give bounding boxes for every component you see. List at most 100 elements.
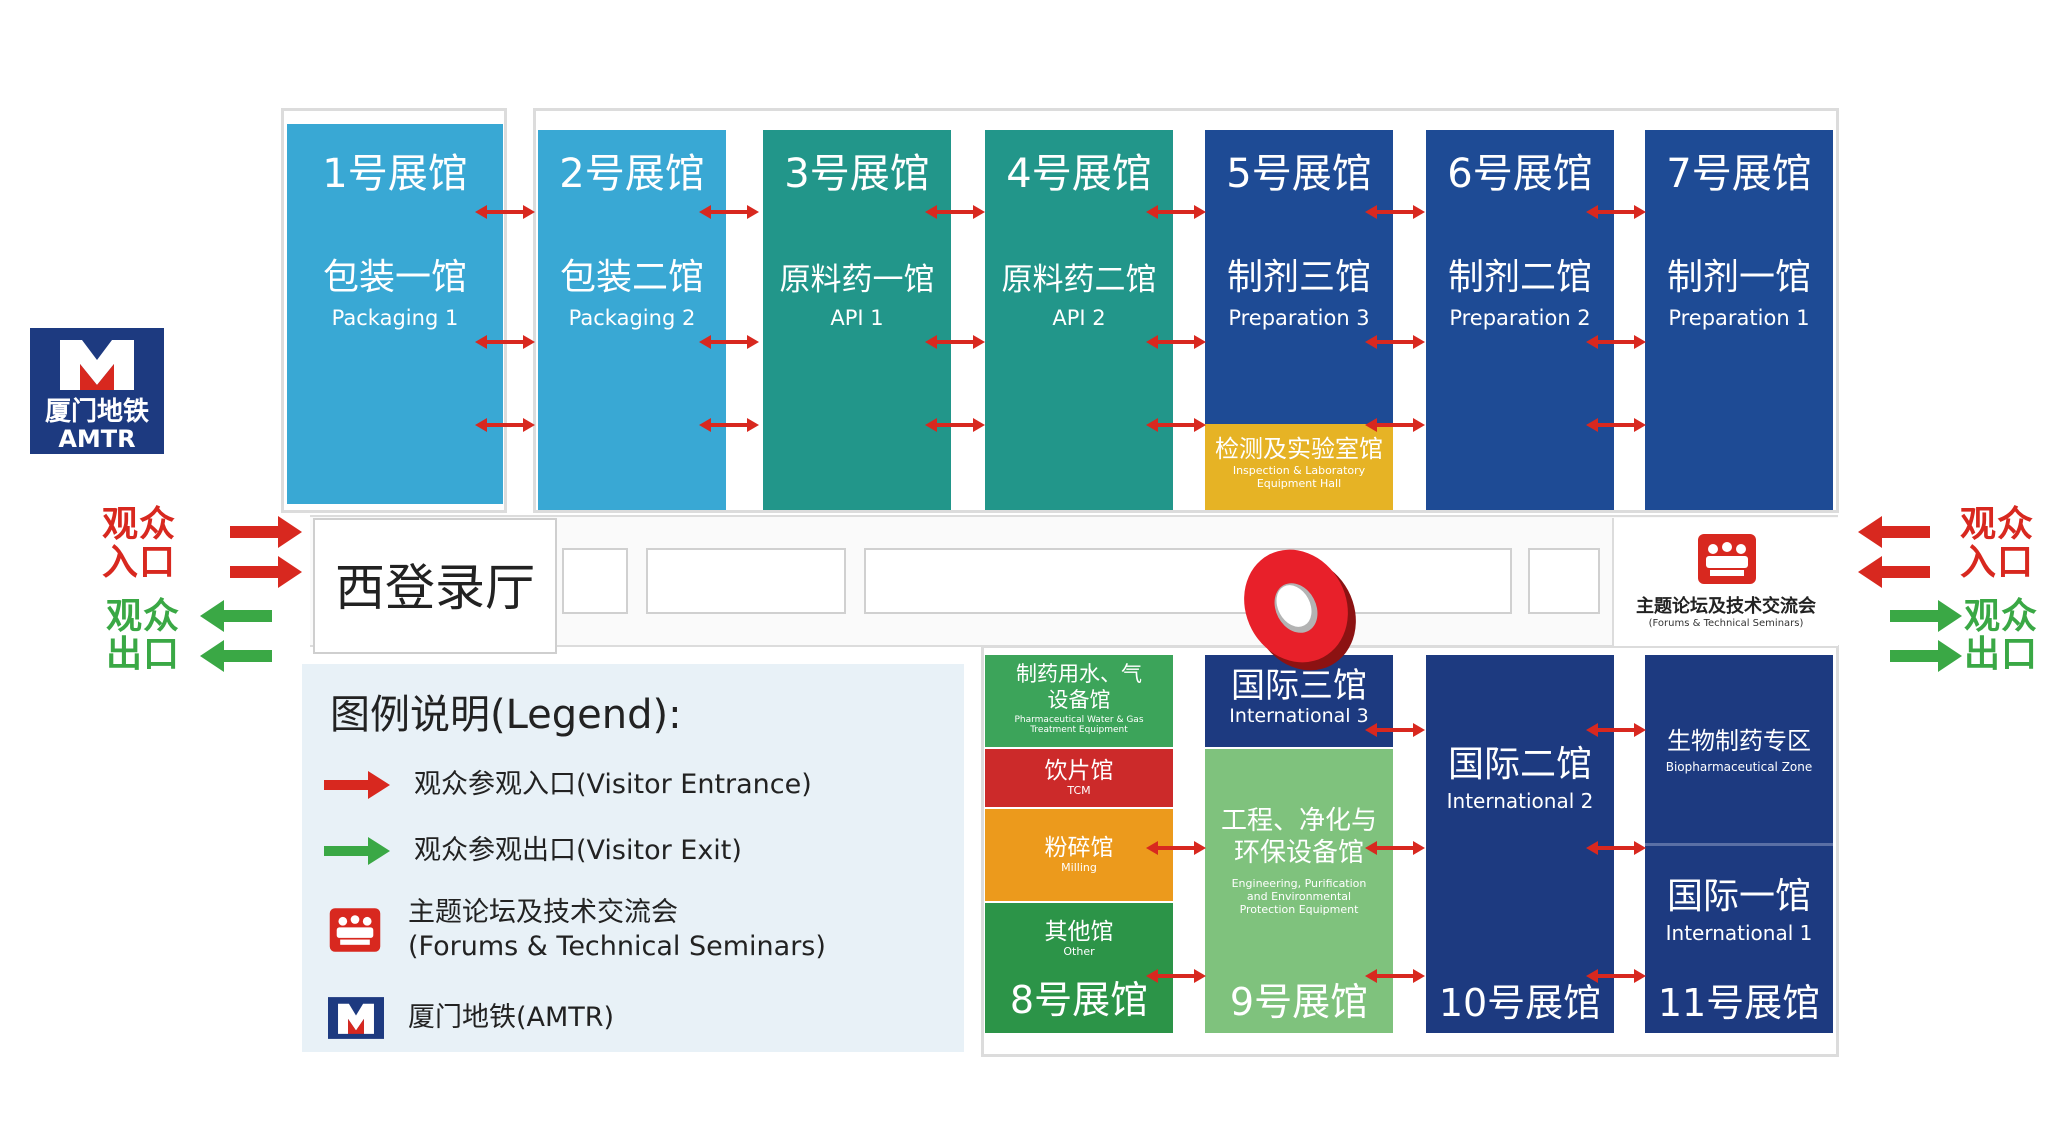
hall-4[interactable]: 4号展馆 原料药二馆 API 2 [985,130,1173,510]
milling-hall[interactable]: 粉碎馆 Milling [985,809,1173,901]
hall-name-en: API 2 [1052,306,1106,330]
other-hall-name-en: Other [1063,945,1095,958]
connector-arrow-icon [925,205,985,219]
tcm-hall-name-en: TCM [1067,784,1091,797]
legend-entrance-row: 观众参观入口(Visitor Entrance) [322,768,812,802]
legend-panel: 图例说明(Legend): 观众参观入口(Visitor Entrance) 观… [302,664,964,1052]
hall-7[interactable]: 7号展馆 制剂一馆 Preparation 1 [1645,130,1833,510]
corridor-room [1528,548,1600,614]
international-3-hall[interactable]: 国际三馆 International 3 [1205,655,1393,747]
hall-name: 制剂二馆 [1447,257,1592,298]
legend-title: 图例说明(Legend): [330,692,682,738]
water-gas-hall[interactable]: 制药用水、气设备馆 Pharmaceutical Water & Gas Tre… [985,655,1173,747]
engineering-hall-name-1: 工程、净化与 [1220,806,1377,836]
hall-1[interactable]: 1号展馆 包装一馆 Packaging 1 [287,124,503,504]
international-3-hall-name-en: International 3 [1229,705,1369,727]
hall-name-en: Packaging 1 [331,306,459,330]
connector-arrow-icon [1586,841,1646,855]
connector-arrow-icon [1365,723,1425,737]
connector-arrow-icon [1146,969,1206,983]
metro-logo-en: AMTR [58,425,136,453]
hall-number: 2号展馆 [559,151,705,197]
hall-name-en: Preparation 1 [1668,306,1810,330]
inspection-hall-name-en: Inspection & Laboratory Equipment Hall [1232,464,1366,490]
engineering-hall-name-2: 环保设备馆 [1233,838,1364,868]
hall-11[interactable]: 生物制药专区 Biopharmaceutical Zone 国际一馆 Inter… [1645,655,1833,1033]
hall-9-number: 9号展馆 [1229,980,1369,1024]
west-hall[interactable]: 西登录厅 [313,518,557,654]
other-hall[interactable]: 其他馆 Other 8号展馆 [985,903,1173,1033]
metro-logo-icon [60,340,134,390]
metro-logo-cn: 厦门地铁 [44,397,149,427]
hall-name-en: Preparation 2 [1449,306,1591,330]
building-frame-top [533,108,1839,513]
milling-hall-name-en: Milling [1061,861,1097,874]
connector-arrow-icon [1146,335,1206,349]
hall-10[interactable]: 国际二馆 International 2 10号展馆 [1426,655,1614,1033]
hall-name: 包装一馆 [322,257,467,298]
hall-11-divider [1645,843,1833,846]
hall-6[interactable]: 6号展馆 制剂二馆 Preparation 2 [1426,130,1614,510]
connector-arrow-icon [1365,841,1425,855]
red-arrow-icon [324,771,390,799]
hall-name-en: Packaging 2 [568,306,696,330]
tcm-hall-name: 饮片馆 [1044,758,1114,784]
hall-number: 7号展馆 [1666,151,1812,197]
connector-arrow-icon [699,335,759,349]
connector-arrow-icon [1586,205,1646,219]
hall-name-en: Preparation 3 [1228,306,1370,330]
legend-exit-text: 观众参观出口(Visitor Exit) [414,835,742,866]
inspection-hall[interactable]: 检测及实验室馆 Inspection & Laboratory Equipmen… [1205,424,1393,510]
metro-logo-icon [328,997,384,1039]
hall-name-en: API 1 [830,306,884,330]
hall-name: 制剂三馆 [1226,257,1371,298]
building-frame-top-left [281,108,507,513]
hall-number: 11号展馆 [1657,981,1821,1025]
connector-arrow-icon [699,418,759,432]
connector-arrow-icon [925,335,985,349]
left-exit-label: 观众出口 [106,596,181,675]
hall-name: 制剂一馆 [1666,257,1811,298]
left-entrance-label: 观众入口 [102,504,177,583]
connector-arrow-icon [1146,205,1206,219]
water-gas-hall-name-en: Pharmaceutical Water & Gas Treatment Equ… [1014,715,1144,735]
connector-arrow-icon [925,418,985,432]
hall-number: 10号展馆 [1438,981,1602,1025]
left-exit-arrows [200,600,272,672]
connector-arrow-icon [475,335,535,349]
hall-8-number: 8号展馆 [1009,978,1149,1022]
connector-arrow-icon [1586,723,1646,737]
location-pin-icon[interactable] [1234,536,1364,686]
hall-name: 原料药一馆 [779,262,935,298]
connector-arrow-icon [1365,418,1425,432]
hall-number: 3号展馆 [784,151,930,197]
legend-forum-text-cn: 主题论坛及技术交流会 [408,897,678,928]
connector-arrow-icon [1146,841,1206,855]
engineering-hall[interactable]: 工程、净化与 环保设备馆 Engineering, Purification a… [1205,749,1393,1033]
hall-name: 国际二馆 [1447,744,1592,785]
hall-name-en: International 1 [1665,921,1813,945]
hall-3[interactable]: 3号展馆 原料药一馆 API 1 [763,130,951,510]
connector-arrow-icon [1586,335,1646,349]
biopharma-zone-name-en: Biopharmaceutical Zone [1665,760,1813,774]
hall-number: 4号展馆 [1006,151,1152,197]
right-exit-label: 观众出口 [1964,596,2039,675]
hall-name: 原料药二馆 [1001,262,1157,298]
hall-name: 国际一馆 [1666,876,1811,917]
connector-arrow-icon [699,205,759,219]
other-hall-name: 其他馆 [1044,919,1114,945]
connector-arrow-icon [475,418,535,432]
water-gas-hall-name: 制药用水、气设备馆 [1016,662,1142,712]
forum-room[interactable]: 主题论坛及技术交流会 (Forums & Technical Seminars) [1612,518,1838,646]
engineering-hall-name-en-1: Engineering, Purification [1231,877,1367,890]
inspection-hall-name: 检测及实验室馆 [1215,435,1383,463]
green-arrow-icon [324,837,390,865]
connector-arrow-icon [475,205,535,219]
hall-2[interactable]: 2号展馆 包装二馆 Packaging 2 [538,130,726,510]
biopharma-zone-name: 生物制药专区 [1667,727,1811,755]
tcm-hall[interactable]: 饮片馆 TCM [985,749,1173,807]
legend-entrance-text: 观众参观入口(Visitor Entrance) [414,769,812,800]
right-exit-arrows [1890,600,1962,672]
corridor-room [646,548,846,614]
legend-metro-row: 厦门地铁(AMTR) [328,996,614,1040]
